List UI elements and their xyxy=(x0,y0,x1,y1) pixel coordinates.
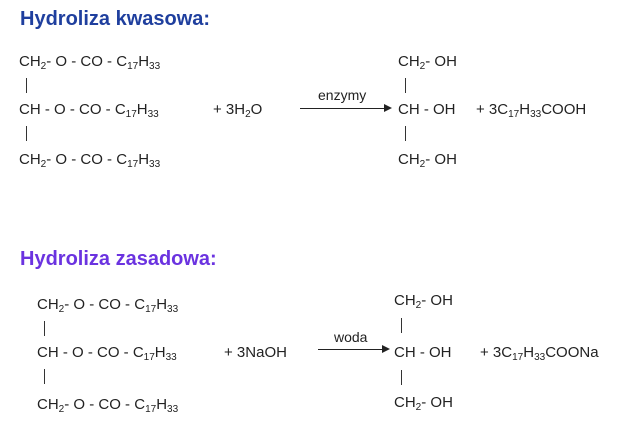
acid-side-product: + 3C17H33COOH xyxy=(476,101,587,120)
base-reactant-bond-1 xyxy=(44,321,46,336)
base-condition-label: woda xyxy=(334,329,368,345)
acid-reactant-row-3: CH2- O - CO - C17H33 xyxy=(19,151,161,170)
base-product-row-1: CH2- OH xyxy=(394,292,453,311)
base-reaction-arrow xyxy=(318,343,390,355)
base-side-product: + 3C17H33COONa xyxy=(480,344,599,363)
acid-product-row-2: CH - OH xyxy=(398,101,456,118)
acid-product-bond-2 xyxy=(405,126,407,141)
base-hydrolysis-heading: Hydroliza zasadowa: xyxy=(20,248,217,270)
acid-product-bond-1 xyxy=(405,78,407,93)
acid-hydrolysis-heading: Hydroliza kwasowa: xyxy=(20,8,211,30)
acid-product-row-3: CH2- OH xyxy=(398,151,457,170)
acid-reactant-bond-2 xyxy=(26,126,28,141)
base-reactant-bond-2 xyxy=(44,369,46,384)
acid-reagent: + 3H2O xyxy=(213,101,263,120)
base-reactant-row-3: CH2- O - CO - C17H33 xyxy=(37,396,179,415)
acid-reactant-bond-1 xyxy=(26,78,28,93)
base-product-bond-2 xyxy=(401,370,403,385)
acid-product-row-1: CH2- OH xyxy=(398,53,457,72)
base-reactant-row-2: CH - O - CO - C17H33 xyxy=(37,344,177,363)
base-product-row-3: CH2- OH xyxy=(394,394,453,413)
acid-condition-label: enzymy xyxy=(318,87,367,103)
acid-reactant-row-2: CH - O - CO - C17H33 xyxy=(19,101,159,120)
base-reagent: + 3NaOH xyxy=(224,344,287,361)
base-product-bond-1 xyxy=(401,318,403,333)
base-reactant-row-1: CH2- O - CO - C17H33 xyxy=(37,296,179,315)
acid-reaction-arrow xyxy=(300,102,392,114)
base-product-row-2: CH - OH xyxy=(394,344,452,361)
acid-reactant-row-1: CH2- O - CO - C17H33 xyxy=(19,53,161,72)
